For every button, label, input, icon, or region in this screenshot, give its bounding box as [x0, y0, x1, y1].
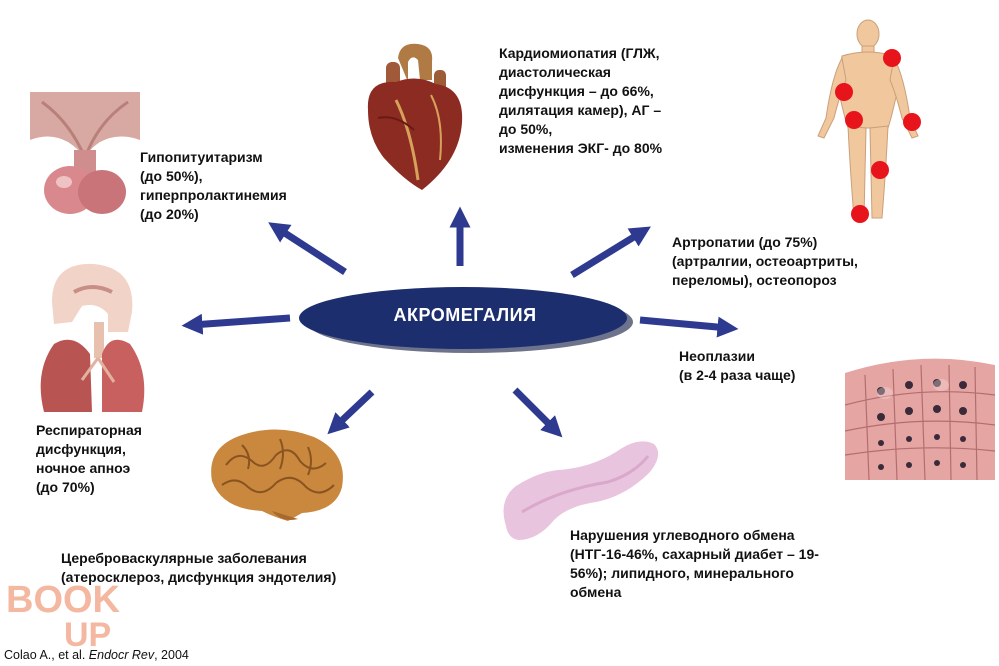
joint-marker-ankle	[851, 205, 869, 223]
cardio-text: Кардиомиопатия (ГЛЖ, диастолическая дисф…	[499, 45, 663, 156]
citation-journal: Endocr Rev	[88, 648, 155, 662]
tumor-cells-image	[845, 358, 995, 480]
respiratory-system-image	[40, 263, 145, 412]
citation-authors: Colao A., et al.	[4, 648, 89, 662]
respiratory-text: Респираторная дисфункция, ночное апноэ (…	[36, 422, 142, 495]
svg-text:BOOK: BOOK	[6, 579, 121, 621]
cerebro-text: Цереброваскулярные заболевания (атероскл…	[61, 550, 337, 585]
arthro-text: Артропатии (до 75%) (артралгии, остеоарт…	[672, 234, 858, 288]
pituitary-text: Гипопитуитаризм (до 50%), гиперпролактин…	[140, 149, 287, 222]
svg-text:UP: UP	[64, 616, 111, 648]
joint-marker-shoulder	[883, 49, 901, 67]
metabolic-text: Нарушения углеводного обмена (НТГ-16-46%…	[570, 527, 819, 600]
citation: Colao A., et al. Endocr Rev, 2004	[4, 648, 189, 662]
joint-marker-hip	[845, 111, 863, 129]
arrow-to-neoplasia	[639, 316, 739, 338]
citation-year: , 2004	[154, 648, 189, 662]
human-body-image	[817, 19, 921, 223]
bookup-watermark-logo: BOOK UP	[6, 579, 121, 648]
joint-marker-chest	[835, 83, 853, 101]
joint-marker-wrist	[903, 113, 921, 131]
brain-image	[211, 429, 343, 521]
arrow-to-arthro	[570, 226, 651, 278]
center-label: АКРОМЕГАЛИЯ	[393, 305, 537, 325]
arrow-to-brain	[327, 389, 375, 435]
arrow-to-respiratory	[181, 313, 291, 335]
pancreas-image	[503, 441, 659, 540]
heart-image	[367, 43, 463, 190]
arrow-to-pituitary	[268, 222, 347, 275]
neoplasia-text: Неоплазии (в 2-4 раза чаще)	[679, 348, 796, 383]
arrow-to-pancreas	[512, 387, 563, 438]
center-oval	[299, 287, 633, 353]
joint-marker-knee	[871, 161, 889, 179]
pituitary-gland-image	[30, 92, 140, 214]
joint-markers	[835, 49, 921, 223]
